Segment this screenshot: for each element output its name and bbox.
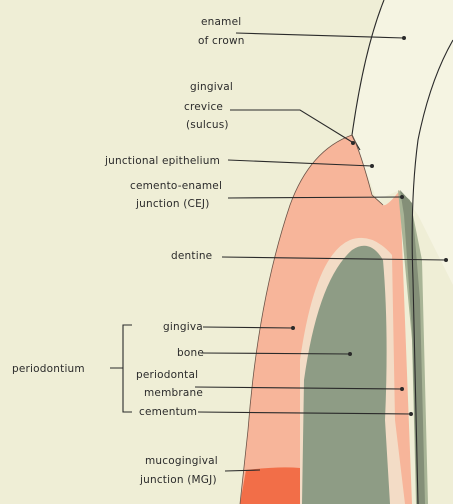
label-dentine: dentine	[171, 250, 212, 262]
leader-crevice-end	[351, 141, 355, 145]
label-cej-line1: cemento-enamel	[130, 180, 222, 192]
label-enamel-line2: of crown	[198, 35, 245, 47]
leader-bone-end	[348, 352, 352, 356]
label-cementum: cementum	[139, 406, 197, 418]
label-crevice-line2: crevice	[184, 101, 223, 113]
label-gingiva: gingiva	[163, 321, 203, 333]
label-enamel-line1: enamel	[201, 16, 241, 28]
leader-dentine-end	[444, 258, 448, 262]
label-pdl-line1: periodontal	[136, 369, 198, 381]
label-periodontium: periodontium	[12, 363, 85, 375]
leader-junctional-end	[370, 164, 374, 168]
leader-enamel-end	[402, 36, 406, 40]
label-crevice-line3: (sulcus)	[186, 119, 229, 131]
label-pdl-line2: membrane	[144, 387, 203, 399]
leader-cej-end	[400, 195, 404, 199]
label-bone: bone	[177, 347, 204, 359]
leader-gingiva-end	[291, 326, 295, 330]
alveolar-mucosa-region	[240, 467, 300, 504]
label-mgj-line1: mucogingival	[145, 455, 218, 467]
label-crevice-line1: gingival	[190, 81, 233, 93]
leader-pdl-end	[400, 387, 404, 391]
label-mgj-line2: junction (MGJ)	[139, 474, 217, 486]
label-cej-line2: junction (CEJ)	[135, 198, 210, 210]
leader-cementum-end	[409, 412, 413, 416]
label-junctional-epithelium: junctional epithelium	[104, 155, 220, 167]
